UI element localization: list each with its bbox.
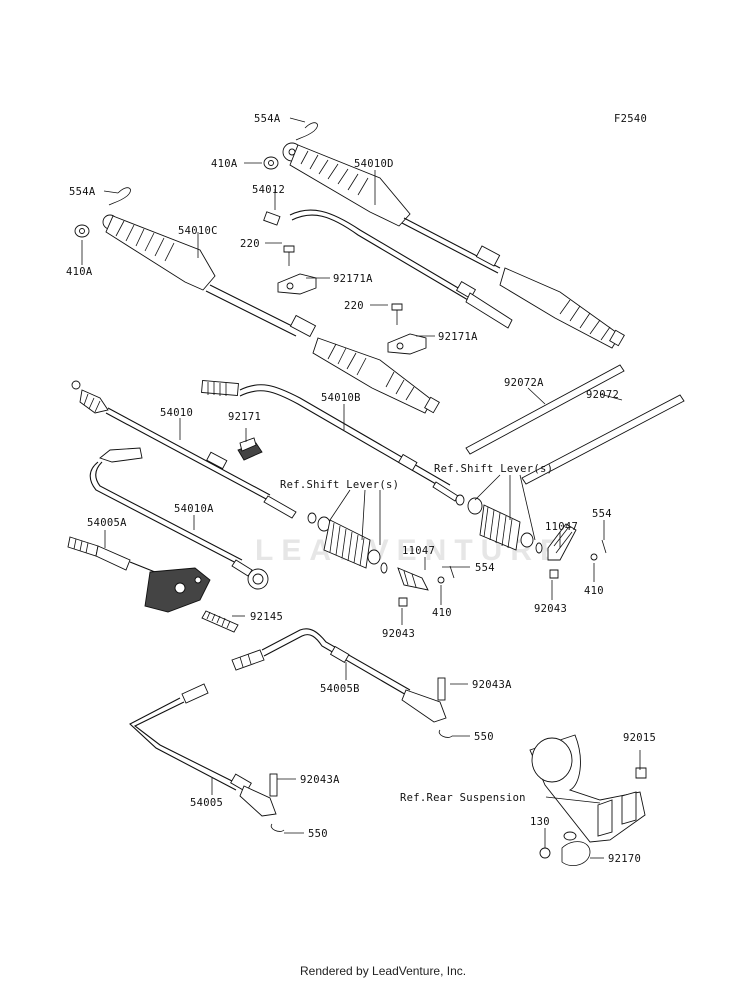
label-92171A-b: 92171A — [438, 331, 478, 343]
cable-54005A — [67, 536, 211, 613]
washer-410A-left — [74, 224, 90, 238]
label-ref-shift-left: Ref.Shift Lever(s) — [280, 479, 399, 491]
label-92015: 92015 — [623, 732, 656, 744]
label-ref-shift-right: Ref.Shift Lever(s) — [434, 463, 553, 475]
washer-410A-top — [263, 156, 279, 170]
label-54012: 54012 — [252, 184, 285, 196]
label-410A-top: 410A — [211, 158, 238, 170]
label-410-mid: 410 — [432, 607, 452, 619]
label-54005: 54005 — [190, 797, 223, 809]
cable-54010D — [282, 142, 625, 349]
spring-92145 — [201, 610, 239, 633]
label-54005A: 54005A — [87, 517, 127, 529]
label-54010C: 54010C — [178, 225, 218, 237]
label-554-mid: 554 — [475, 562, 495, 574]
label-220-b: 220 — [344, 300, 364, 312]
label-54010D: 54010D — [354, 158, 394, 170]
clip-554A-left — [108, 187, 131, 206]
label-220-a: 220 — [240, 238, 260, 250]
tie-92072 — [521, 394, 685, 485]
label-550-bot: 550 — [308, 828, 328, 840]
label-130: 130 — [530, 816, 550, 828]
leader-lines — [81, 117, 641, 859]
tie-92072A — [465, 364, 625, 455]
label-92043A-bot: 92043A — [300, 774, 340, 786]
cable-54005B — [231, 628, 453, 738]
rear-suspension-bracket — [529, 734, 647, 866]
label-410-right: 410 — [584, 585, 604, 597]
clamp-92171 — [237, 437, 263, 461]
label-11047-mid: 11047 — [402, 545, 435, 557]
cable-54010A — [89, 447, 269, 590]
cable-54005 — [129, 683, 285, 832]
clamp-92171A-b — [387, 303, 427, 355]
label-92072: 92072 — [586, 389, 619, 401]
label-410A-left: 410A — [66, 266, 93, 278]
label-554-right: 554 — [592, 508, 612, 520]
clamp-92171A-a — [277, 245, 317, 295]
label-11047-right: 11047 — [545, 521, 578, 533]
label-92072A: 92072A — [504, 377, 544, 389]
label-54005B: 54005B — [320, 683, 360, 695]
label-92171: 92171 — [228, 411, 261, 423]
label-554A-top: 554A — [254, 113, 281, 125]
cable-54010 — [71, 380, 297, 519]
shift-lever-group-left — [307, 512, 455, 607]
cable-54010B — [201, 379, 459, 502]
cable-54012 — [263, 209, 513, 329]
footer-credit: Rendered by LeadVenture, Inc. — [300, 964, 466, 978]
label-54010: 54010 — [160, 407, 193, 419]
label-554A-left: 554A — [69, 186, 96, 198]
label-550-top: 550 — [474, 731, 494, 743]
label-54010B: 54010B — [321, 392, 361, 404]
label-54010A: 54010A — [174, 503, 214, 515]
label-92043A-top: 92043A — [472, 679, 512, 691]
label-92145: 92145 — [250, 611, 283, 623]
figure-code: F2540 — [614, 113, 647, 125]
clip-554A-top — [295, 122, 318, 141]
shift-lever-group-right — [455, 494, 607, 579]
label-92170: 92170 — [608, 853, 641, 865]
label-92043-mid: 92043 — [382, 628, 415, 640]
label-92043-right: 92043 — [534, 603, 567, 615]
cable-54010C — [102, 214, 440, 414]
label-ref-rear-suspension: Ref.Rear Suspension — [400, 792, 526, 804]
label-92171A-a: 92171A — [333, 273, 373, 285]
